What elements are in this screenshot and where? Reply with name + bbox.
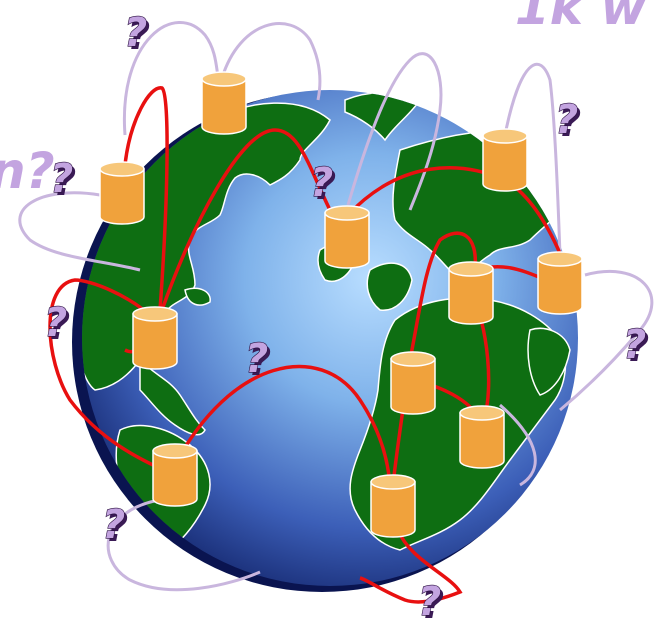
databases (99, 71, 583, 538)
link-lavender-3 (18, 191, 141, 272)
database-cylinder-icon (324, 205, 370, 269)
database-body (99, 168, 145, 225)
edge-text-top-right: 1k w (515, 0, 647, 36)
link-lavender-1 (122, 21, 224, 136)
database-top (482, 128, 528, 144)
question-mark-shadow: ? (421, 582, 444, 626)
database-body (537, 258, 583, 315)
database-top (448, 261, 494, 277)
continent-island-c (184, 287, 211, 306)
database-body (390, 358, 436, 415)
database-body (201, 78, 247, 135)
question-mark-icon: ? (44, 300, 67, 346)
link-lavender-8 (499, 403, 537, 487)
link-lavender-6 (559, 269, 654, 412)
database-cylinder-icon (482, 128, 528, 192)
link-red-1 (123, 86, 169, 311)
continent-arabia (527, 327, 571, 396)
lavender-links (18, 21, 654, 592)
database-body (152, 450, 198, 507)
link-red-12 (359, 529, 463, 604)
link-red-3 (48, 278, 176, 477)
question-mark-icon: ? (418, 579, 441, 625)
question-mark-icon: ? (623, 322, 646, 368)
database-cylinder-icon (390, 351, 436, 415)
question-mark-icon: ? (245, 336, 268, 382)
question-marks: ?????????????????? (43, 9, 649, 626)
question-mark-icon: ? (50, 156, 73, 202)
database-top (152, 443, 198, 459)
database-body (324, 212, 370, 269)
question-mark-icon: ? (310, 160, 333, 206)
question-mark-shadow: ? (105, 505, 128, 551)
question-mark-shadow: ? (558, 100, 581, 146)
question-mark-shadow: ? (127, 13, 150, 59)
database-cylinder-icon (99, 161, 145, 225)
database-body (132, 313, 178, 370)
database-cylinder-icon (370, 474, 416, 538)
database-body (448, 268, 494, 325)
link-red-7 (408, 231, 477, 361)
question-mark-shadow: ? (248, 339, 271, 385)
question-mark-shadow: ? (53, 159, 76, 205)
edge-text-left: n? (0, 142, 55, 200)
database-top (132, 306, 178, 322)
database-cylinder-icon (132, 306, 178, 370)
link-lavender-7 (106, 498, 261, 592)
database-top (370, 474, 416, 490)
database-top (201, 71, 247, 87)
database-body (482, 135, 528, 192)
link-lavender-2 (220, 22, 322, 101)
database-top (99, 161, 145, 177)
database-cylinder-icon (152, 443, 198, 507)
link-red-2 (160, 128, 332, 311)
question-mark-icon: ? (124, 10, 147, 56)
database-top (324, 205, 370, 221)
question-mark-shadow: ? (47, 303, 70, 349)
continent-central-america (139, 358, 206, 436)
database-top (459, 405, 505, 421)
question-mark-shadow: ? (626, 325, 649, 371)
database-cylinder-icon (459, 405, 505, 469)
link-red-5 (173, 364, 392, 486)
question-mark-icon: ? (102, 502, 125, 548)
database-top (390, 351, 436, 367)
link-lavender-4 (346, 52, 443, 211)
link-lavender-5 (503, 62, 562, 256)
database-cylinder-icon (537, 251, 583, 315)
database-cylinder-icon (201, 71, 247, 135)
question-mark-icon: ? (555, 97, 578, 143)
continent-island-b (366, 262, 413, 311)
database-body (370, 481, 416, 538)
question-mark-shadow: ? (313, 163, 336, 209)
database-cylinder-icon (448, 261, 494, 325)
database-body (459, 412, 505, 469)
database-top (537, 251, 583, 267)
